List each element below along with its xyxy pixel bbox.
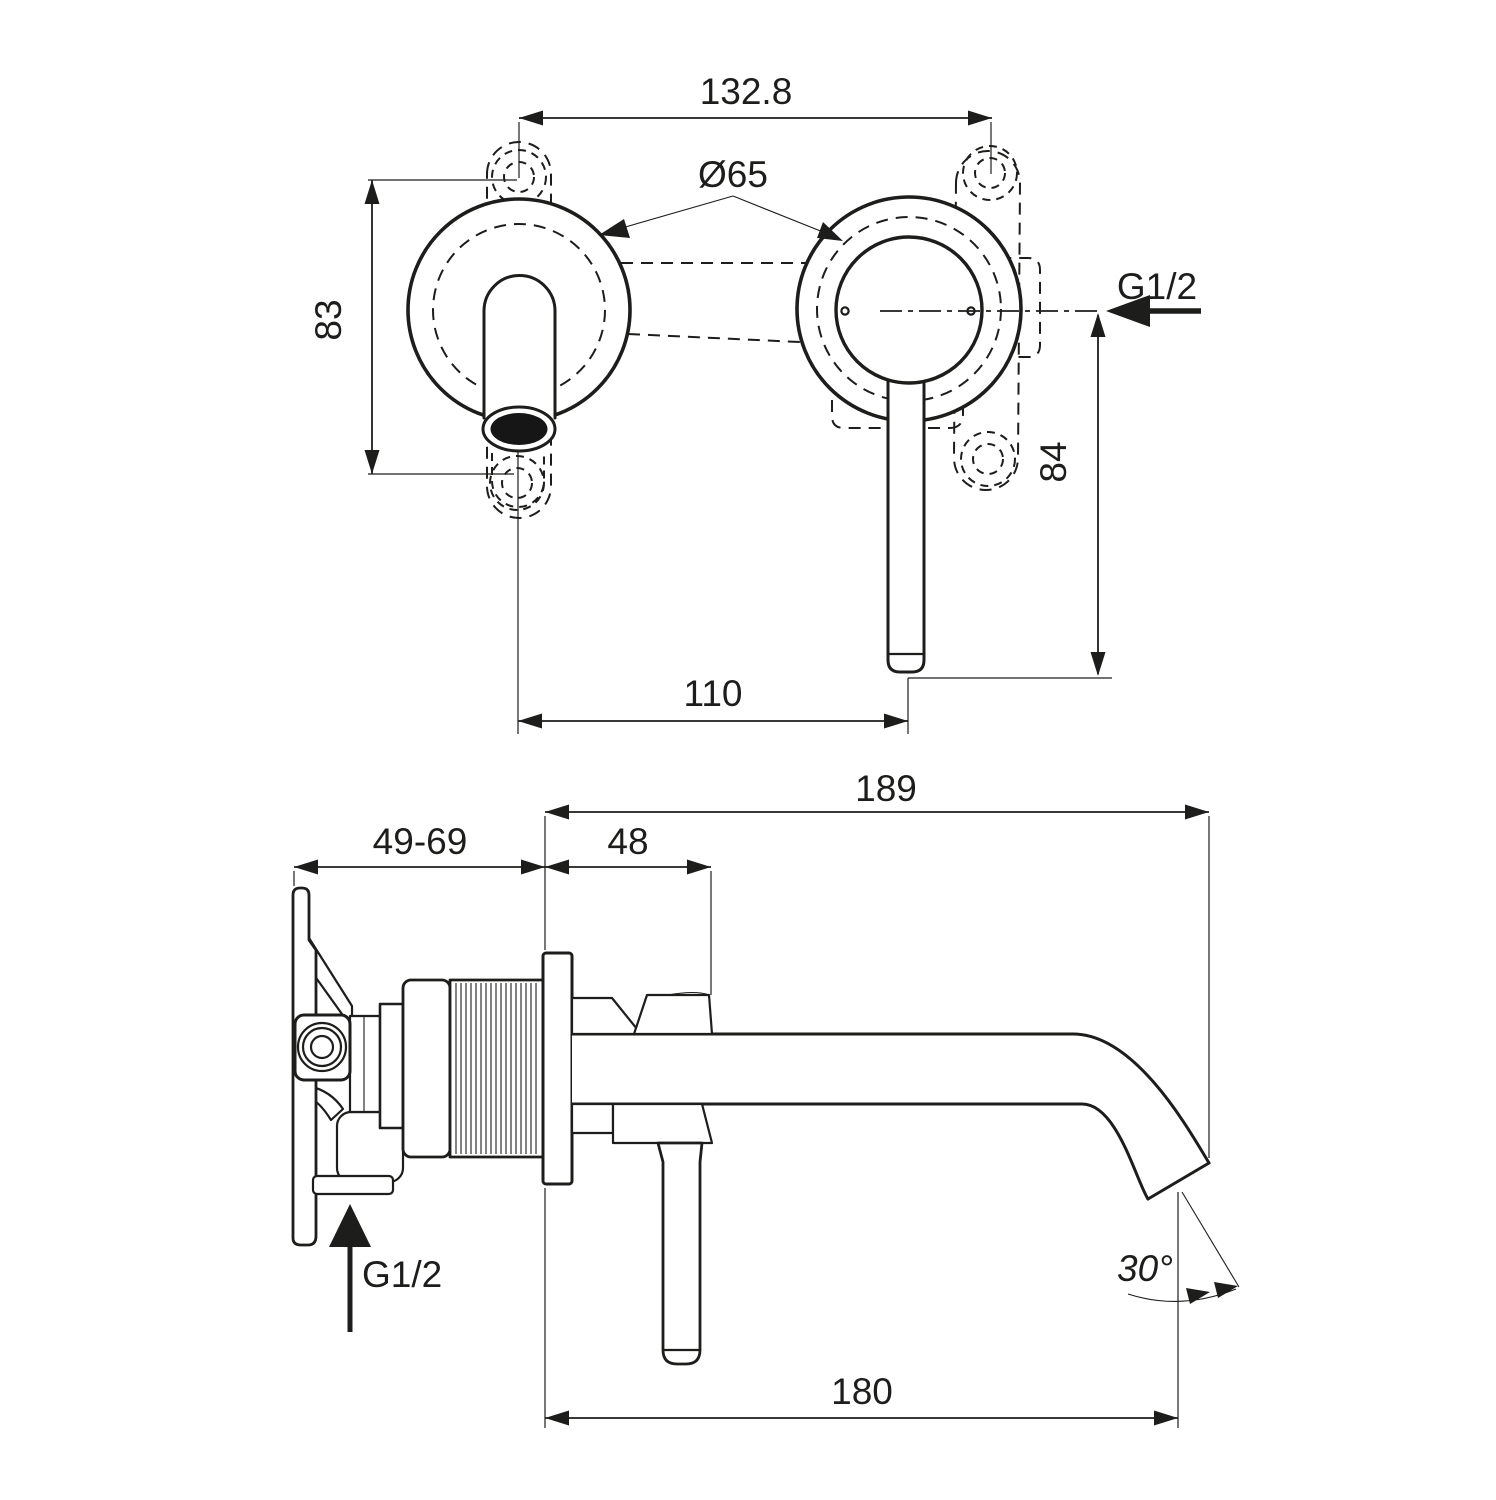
screw-hole-bottom-left xyxy=(489,455,545,511)
screw-hole-bottom-right xyxy=(960,431,1016,487)
bracket-foot xyxy=(311,1174,395,1196)
boss-ring-outer xyxy=(296,1021,348,1073)
dimension-handle-offset: 84 xyxy=(908,313,1112,679)
dimension-escutcheon-diameter: Ø65 xyxy=(599,154,843,241)
in-wall-bracket xyxy=(291,886,405,1247)
inlet-arrow-top xyxy=(1106,295,1150,327)
label-g12-bottom: G1/2 xyxy=(362,1254,442,1295)
inlet-connection-top: G1/2 xyxy=(1106,266,1201,327)
spout-outlet xyxy=(490,413,548,445)
spout-hidden-tip xyxy=(491,453,545,508)
dim-label-84: 84 xyxy=(1033,441,1074,482)
screw-hole-top-right xyxy=(962,145,1018,201)
handle-pin-left xyxy=(840,306,850,316)
spout-bottom-edge xyxy=(570,1102,1150,1201)
dim-label-180: 180 xyxy=(831,1371,893,1412)
dim-label-132-8: 132.8 xyxy=(700,71,793,112)
dim-label-49-69: 49-69 xyxy=(373,821,468,862)
body-step-ring xyxy=(378,1002,405,1130)
inlet-connection-bottom: G1/2 xyxy=(329,1204,442,1332)
spout-end-face xyxy=(1146,1161,1211,1201)
handle-lever-front xyxy=(886,378,926,674)
spout-side xyxy=(570,991,1211,1366)
dim-label-48: 48 xyxy=(607,821,648,862)
dim-label-110: 110 xyxy=(684,673,743,714)
boss-ring-mid xyxy=(301,1026,343,1068)
dimension-escutcheon-depth: 48 xyxy=(545,821,712,995)
thread-lines xyxy=(455,983,537,1154)
side-view: 189 49-69 48 G1/2 xyxy=(291,768,1240,1428)
mounting-bracket-right xyxy=(952,145,1022,491)
handle-hub-side xyxy=(611,1102,714,1145)
spout-mount-step xyxy=(570,996,643,1036)
inlet-arrow-bottom xyxy=(329,1204,371,1247)
handle-lever-side xyxy=(656,1141,704,1366)
angle-ray xyxy=(1181,1191,1240,1288)
wall-flange xyxy=(541,951,574,1186)
dim-label-30deg: 30° xyxy=(1117,1248,1173,1289)
spout-escutcheon xyxy=(406,197,632,508)
handle-base xyxy=(834,235,984,385)
label-g12-top: G1/2 xyxy=(1117,266,1197,307)
valve-body xyxy=(401,951,574,1186)
boss-ring-inner xyxy=(309,1034,335,1060)
body-collar xyxy=(401,978,452,1159)
dimension-hole-spacing: 132.8 xyxy=(518,71,992,178)
dimension-spout-angle: 30° xyxy=(1117,1191,1240,1304)
handle-collar-side xyxy=(570,1102,615,1135)
dim-label-83: 83 xyxy=(308,299,349,340)
dimension-spout-projection: 189 xyxy=(544,768,1210,1158)
handle-escutcheon xyxy=(795,195,1100,674)
dim-label-diameter: Ø65 xyxy=(698,154,768,195)
spout-escutcheon-dashed xyxy=(432,223,606,397)
bracket-boss xyxy=(293,1013,352,1082)
front-view: 132.8 Ø65 83 G1/2 xyxy=(308,71,1201,734)
dimension-wall-depth-range: 49-69 xyxy=(293,821,545,886)
dim-label-189: 189 xyxy=(855,768,917,809)
dimension-axis-distance: 110 xyxy=(517,452,909,734)
spout-fixing-peg xyxy=(632,993,714,1036)
dimension-spout-offset: 83 xyxy=(308,179,517,475)
bracket-neck xyxy=(348,1014,382,1114)
dimension-spout-reach: 180 xyxy=(544,1188,1179,1428)
spout-front-outline xyxy=(482,274,557,420)
spout-top-edge xyxy=(570,1032,1211,1165)
